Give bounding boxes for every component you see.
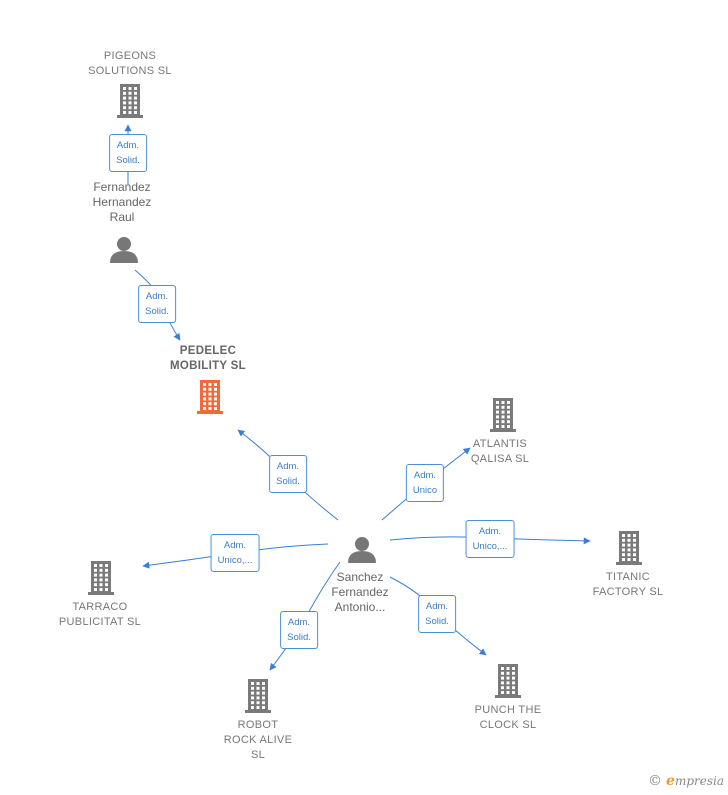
watermark: ©empresia — [648, 773, 724, 789]
edge-label-raul-pedelec[interactable]: Adm. Solid. — [138, 285, 176, 323]
robot-building-icon[interactable] — [245, 679, 271, 713]
edge-label-sanchez-pedelec[interactable]: Adm. Solid. — [269, 455, 307, 493]
edge-label-raul-pigeons[interactable]: Adm. Solid. — [109, 134, 147, 172]
edge-label-sanchez-atlantis[interactable]: Adm. Unico — [405, 464, 445, 502]
pedelec-building-icon[interactable] — [197, 380, 223, 414]
edge-label-sanchez-robot[interactable]: Adm. Solid. — [280, 611, 318, 649]
node-label-atlantis[interactable]: ATLANTIS QALISA SL — [470, 438, 530, 465]
edge-label-sanchez-tarraco[interactable]: Adm. Unico,... — [210, 534, 260, 572]
node-label-raul[interactable]: Fernandez Hernandez Raul — [92, 180, 152, 224]
sanchez-person-icon[interactable] — [348, 537, 376, 563]
titanic-building-icon[interactable] — [616, 531, 642, 565]
copyright-symbol: © — [648, 773, 663, 789]
brand-logo-text: mpresia — [674, 774, 724, 788]
node-label-titanic[interactable]: TITANIC FACTORY SL — [592, 571, 664, 598]
pigeons-building-icon[interactable] — [117, 84, 143, 118]
node-label-sanchez[interactable]: Sanchez Fernandez Antonio... — [331, 570, 389, 614]
nodes-layer — [88, 84, 642, 713]
brand-logo-initial: e — [666, 773, 675, 789]
node-label-pedelec[interactable]: PEDELEC MOBILITY SL — [170, 345, 246, 372]
node-label-pigeons[interactable]: PIGEONS SOLUTIONS SL — [88, 50, 172, 77]
node-label-punch[interactable]: PUNCH THE CLOCK SL — [474, 704, 542, 731]
raul-person-icon[interactable] — [110, 237, 138, 263]
punch-building-icon[interactable] — [495, 664, 521, 698]
edge-label-sanchez-titanic[interactable]: Adm. Unico,... — [465, 520, 515, 558]
tarraco-building-icon[interactable] — [88, 561, 114, 595]
edge-label-sanchez-punch[interactable]: Adm. Solid. — [418, 595, 456, 633]
atlantis-building-icon[interactable] — [490, 398, 516, 432]
node-label-robot[interactable]: ROBOT ROCK ALIVE SL — [223, 719, 293, 761]
node-label-tarraco[interactable]: TARRACO PUBLICITAT SL — [58, 601, 142, 628]
